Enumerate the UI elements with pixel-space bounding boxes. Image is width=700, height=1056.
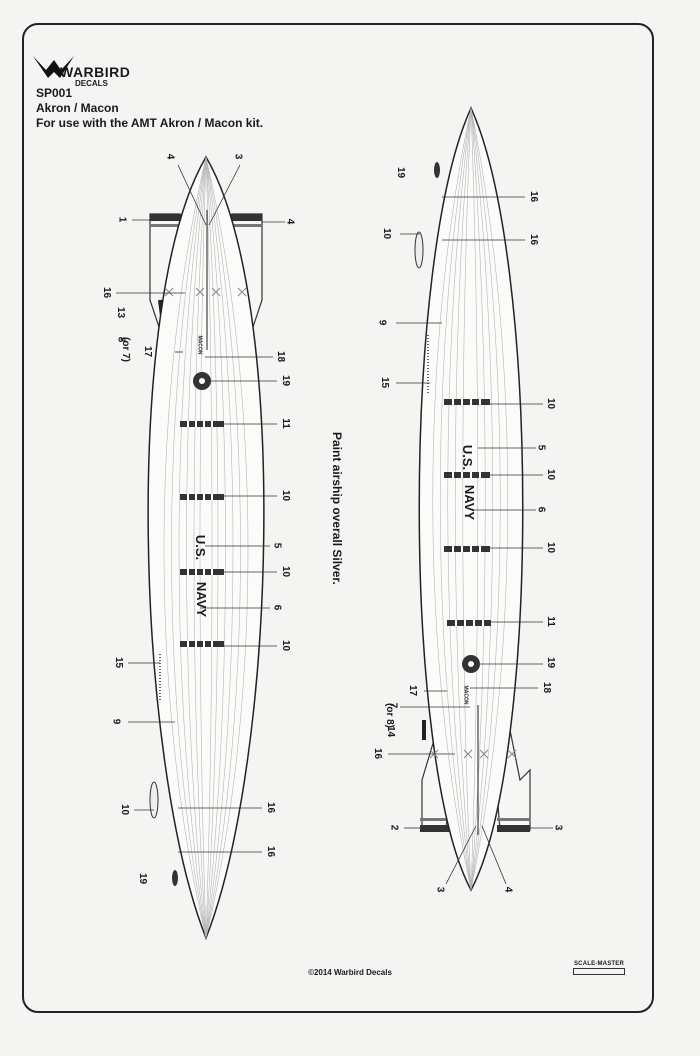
left-callout-7: (or 7) [120, 337, 131, 362]
right-airship [388, 106, 553, 892]
left-hull-navy: NAVY [194, 581, 210, 618]
right-callout-5: 15 [379, 376, 391, 389]
left-hull-us: U.S. [193, 534, 209, 561]
right-callout-10: 10 [545, 541, 557, 554]
left-callout-1: 3 [232, 153, 244, 160]
brand-top: WARBIRD [60, 64, 131, 80]
paint-note: Paint airship overall Silver. [330, 432, 344, 585]
printer-bar [573, 968, 625, 975]
left-callout-0: 4 [164, 153, 176, 160]
right-callout-0: 19 [395, 166, 407, 179]
right-callout-12: 19 [545, 656, 557, 669]
left-callout-20: 16 [265, 801, 277, 814]
right-callout-13: 17 [407, 684, 419, 697]
right-callout-8: 10 [545, 468, 557, 481]
right-callout-21: 3 [434, 886, 446, 893]
right-callout-14: 18 [541, 681, 553, 694]
right-callout-3: 16 [528, 233, 540, 246]
sheet-subtitle: For use with the AMT Akron / Macon kit. [36, 116, 264, 130]
left-callout-21: 16 [265, 845, 277, 858]
right-callout-9: 6 [535, 506, 547, 513]
left-callout-22: 19 [137, 872, 149, 885]
right-hull-us: U.S. [460, 444, 476, 471]
right-callout-16: (or 8) [384, 703, 395, 728]
left-hull-ship: MACON [196, 335, 203, 355]
left-callout-14: 10 [280, 565, 292, 578]
left-callout-16: 10 [280, 639, 292, 652]
copyright: ©2014 Warbird Decals [308, 968, 392, 977]
left-callout-9: 18 [275, 350, 287, 363]
right-callout-20: 3 [552, 824, 564, 831]
right-callout-2: 10 [381, 227, 393, 240]
left-callout-5: 13 [115, 306, 127, 319]
right-callout-4: 9 [376, 319, 388, 326]
left-callout-8: 17 [142, 345, 154, 358]
right-callout-18: 16 [372, 747, 384, 760]
printer-name: SCALE-MASTER [573, 961, 625, 967]
right-callout-17: 14 [385, 725, 397, 738]
left-callout-19: 10 [119, 803, 131, 816]
left-callout-10: 19 [280, 374, 292, 387]
plane-icon [33, 56, 74, 78]
right-callout-22: 4 [502, 886, 514, 893]
sheet-code: SP001 [36, 86, 73, 100]
left-callout-12: 10 [280, 489, 292, 502]
right-hull-ship: MACON [462, 685, 469, 705]
right-callout-1: 16 [528, 190, 540, 203]
left-callout-11: 11 [279, 418, 291, 429]
left-callout-13: 5 [271, 542, 283, 549]
left-callout-18: 9 [110, 718, 122, 725]
right-callout-19: 2 [388, 824, 400, 831]
sheet-title: Akron / Macon [36, 101, 119, 115]
right-hull-navy: NAVY [462, 484, 478, 521]
left-callout-17: 15 [113, 656, 125, 669]
left-callout-2: 1 [116, 216, 128, 223]
right-callout-6: 10 [545, 397, 557, 410]
right-callout-7: 5 [535, 444, 547, 451]
scalemaster-logo: SCALE-MASTER [573, 961, 625, 975]
brand-bottom: DECALS [75, 79, 108, 88]
left-callout-4: 16 [101, 286, 113, 299]
header-text: SP001 Akron / Macon For use with the AMT… [36, 86, 263, 131]
left-airship [116, 155, 285, 941]
warbird-logo: WARBIRD DECALS [30, 50, 130, 90]
right-callout-11: 11 [544, 616, 556, 627]
left-callout-15: 6 [271, 604, 283, 611]
decal-sheet-border [22, 23, 654, 1013]
left-callout-3: 4 [284, 218, 296, 225]
